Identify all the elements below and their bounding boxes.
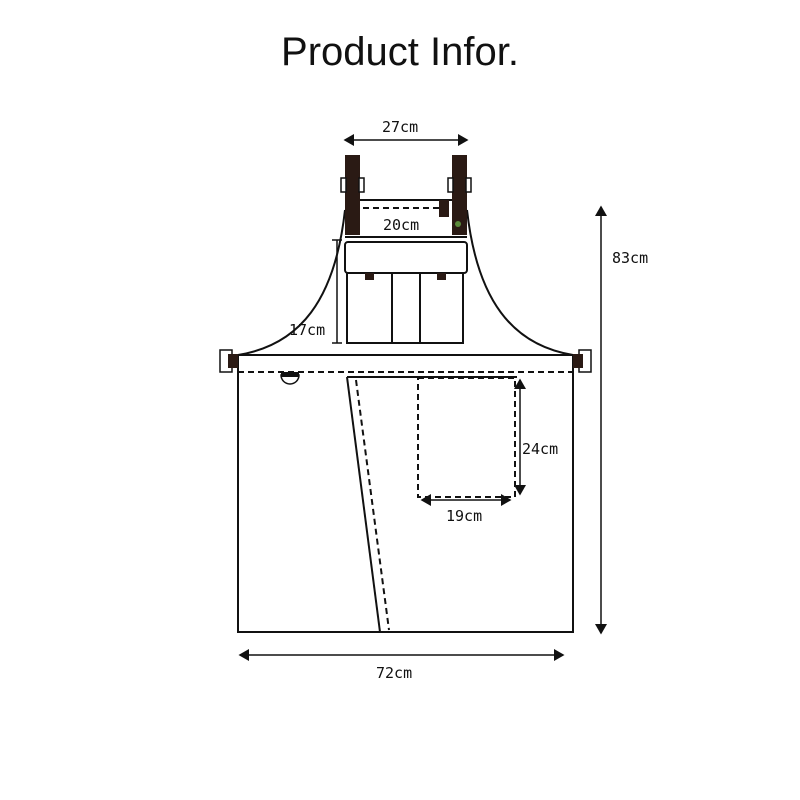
straps (345, 155, 467, 235)
label-total-width: 72cm (376, 664, 413, 682)
label-pocket-width: 19cm (446, 507, 483, 525)
strap-left (345, 155, 360, 235)
label-total-length: 83cm (612, 249, 649, 267)
page-title: Product Infor. (281, 30, 519, 74)
neck-curve-left (237, 209, 346, 356)
side-panel (346, 376, 381, 633)
label-bib-width: 20cm (383, 216, 420, 234)
bib-pocket (346, 272, 464, 344)
label-bib-pocket-height: 17cm (289, 321, 326, 339)
label-pocket-height: 24cm (522, 440, 559, 458)
neck-curve-right (466, 209, 574, 356)
label-strap-spacing: 27cm (382, 118, 419, 136)
apron-body (237, 354, 574, 633)
strap-right (452, 155, 467, 235)
front-pocket (417, 377, 516, 498)
bib-pocket-flap (344, 241, 468, 274)
